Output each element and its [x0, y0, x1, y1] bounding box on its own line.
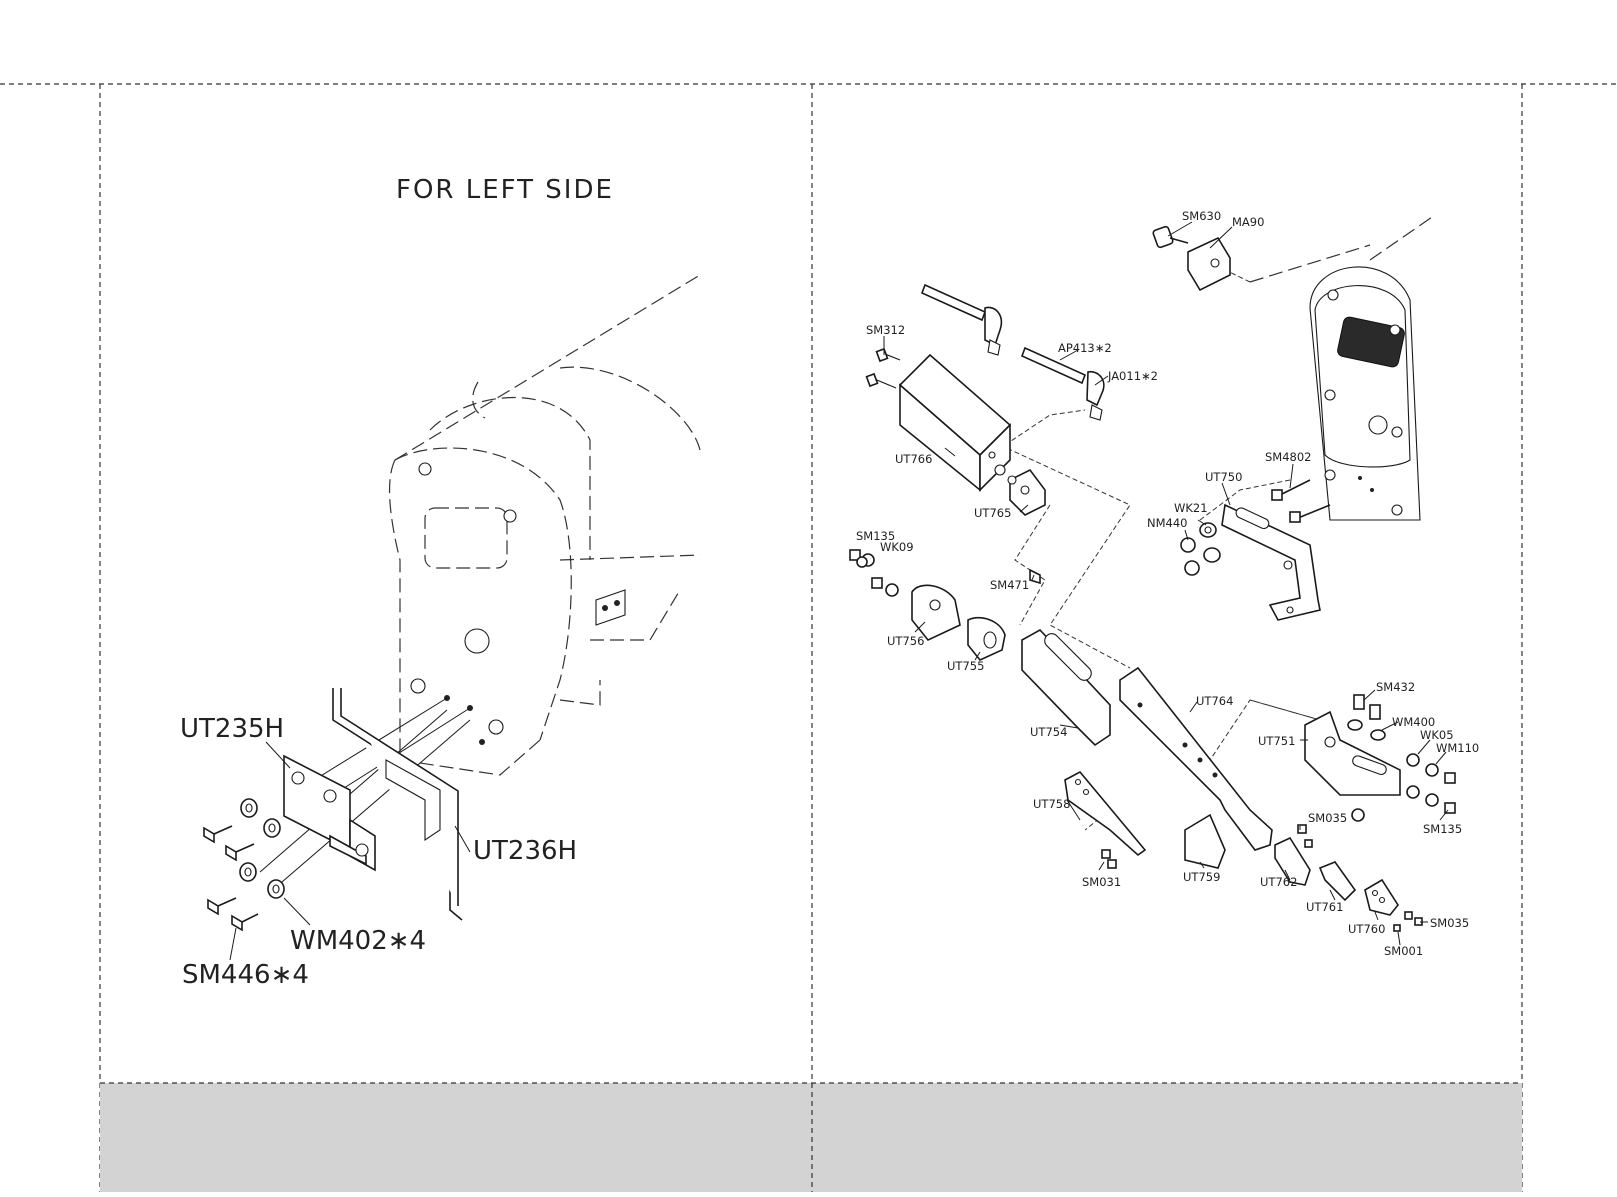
label-ja011: JA011∗2: [1107, 369, 1158, 383]
ut750-part: [1222, 505, 1320, 620]
label-sm4802: SM4802: [1265, 450, 1312, 464]
footer-band: [100, 1083, 1522, 1192]
ut756-part: [912, 585, 960, 640]
label-sm446: SM446∗4: [182, 960, 309, 990]
machine-head-right: [1250, 215, 1435, 520]
label-wm110: WM110: [1436, 741, 1479, 755]
sm630-ma90-parts: [1152, 226, 1230, 290]
wm402-washers: [240, 799, 284, 898]
sm471-part: [1030, 570, 1040, 583]
label-wm402: WM402∗4: [290, 926, 426, 956]
label-wm400: WM400: [1392, 715, 1435, 729]
label-ut754: UT754: [1030, 725, 1067, 739]
label-ut766: UT766: [895, 452, 932, 466]
label-sm035-a: SM035: [1308, 811, 1347, 825]
label-sm432: SM432: [1376, 680, 1415, 694]
label-nm440: NM440: [1147, 516, 1187, 530]
ut759-part: [1185, 815, 1225, 868]
label-sm031: SM031: [1082, 875, 1121, 889]
label-ut764: UT764: [1196, 694, 1233, 708]
label-wk05: WK05: [1420, 728, 1454, 742]
ut766-part: [867, 349, 1010, 490]
ut755-part: [968, 618, 1005, 660]
left-panel: FOR LEFT SIDE: [180, 175, 700, 990]
label-ut758: UT758: [1033, 797, 1070, 811]
machine-head-ghost: [390, 275, 700, 775]
label-ut751: UT751: [1258, 734, 1295, 748]
label-ut750: UT750: [1205, 470, 1242, 484]
label-ut236h: UT236H: [473, 836, 577, 866]
label-ut756: UT756: [887, 634, 924, 648]
sm4802-screws: [1272, 480, 1330, 522]
left-panel-title: FOR LEFT SIDE: [396, 175, 614, 205]
label-ut761: UT761: [1306, 900, 1343, 914]
label-ut235h: UT235H: [180, 714, 284, 744]
label-sm471: SM471: [990, 578, 1029, 592]
label-ut755: UT755: [947, 659, 984, 673]
label-wk21: WK21: [1174, 501, 1208, 515]
ut758-part: [1065, 772, 1145, 868]
label-ut760: UT760: [1348, 922, 1385, 936]
label-ma90: MA90: [1232, 215, 1264, 229]
page-frame: [0, 84, 1617, 1192]
label-ut765: UT765: [974, 506, 1011, 520]
label-sm135-b: SM135: [1423, 822, 1462, 836]
label-sm312: SM312: [866, 323, 905, 337]
wk21-nm440-parts: [1181, 523, 1220, 575]
label-wk09: WK09: [880, 540, 914, 554]
label-sm001: SM001: [1384, 944, 1423, 958]
label-sm630: SM630: [1182, 209, 1221, 223]
label-ap413: AP413∗2: [1058, 341, 1112, 355]
label-ut759: UT759: [1183, 870, 1220, 884]
label-ut762: UT762: [1260, 875, 1297, 889]
sm135-wk09-left: [850, 550, 898, 596]
right-panel: SM630 MA90 SM312 AP413∗2 JA011∗2 UT766 U…: [850, 209, 1479, 958]
label-sm035-b: SM035: [1430, 916, 1469, 930]
